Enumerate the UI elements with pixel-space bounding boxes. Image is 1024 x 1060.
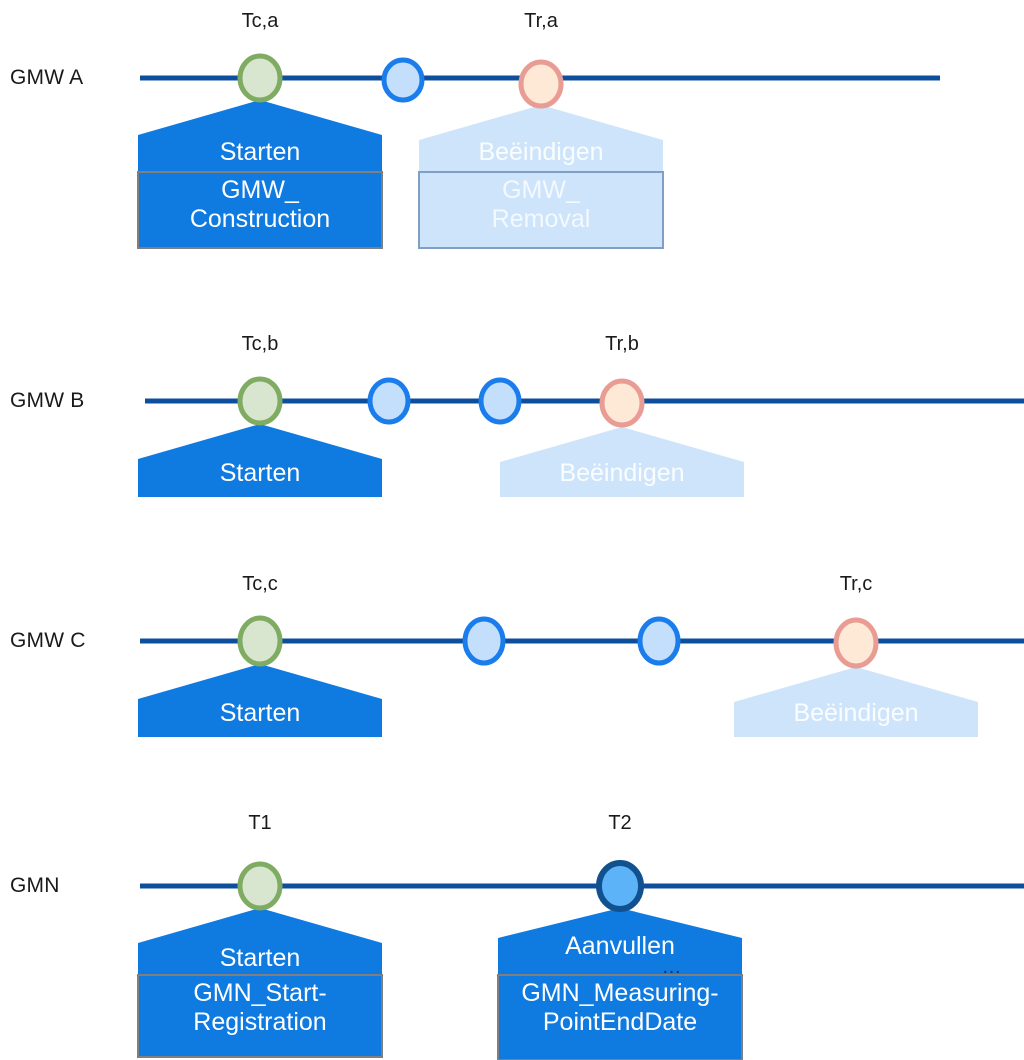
shape-gmw-b-start[interactable] [138, 424, 382, 497]
row-gmw-a [137, 53, 940, 249]
pennant-starten-a [138, 100, 382, 172]
shape-gmw-c-start[interactable] [138, 664, 382, 737]
marker-mid-c2-blue[interactable] [637, 616, 681, 666]
tick-label-tc-b: Tc,b [241, 333, 279, 355]
marker-tr-a-pink[interactable] [518, 59, 564, 109]
marker-tr-b-pink[interactable] [599, 378, 645, 428]
pennant-aanvullen [498, 908, 742, 975]
marker-mid-a-blue[interactable] [381, 57, 425, 103]
row-gmn [137, 860, 1024, 1060]
marker-t1-green[interactable] [237, 861, 283, 911]
box-gmn-start-registration [137, 974, 383, 1058]
shape-gmw-b-end[interactable] [500, 427, 744, 497]
pennant-beeindigen-c [734, 667, 978, 737]
marker-tc-a-green[interactable] [237, 53, 283, 103]
tick-label-tc-c: Tc,c [242, 573, 278, 595]
ellipsis-icon: ... [662, 957, 682, 978]
pennant-starten-c [138, 664, 382, 737]
marker-tc-b-green[interactable] [237, 376, 283, 426]
marker-tr-c-pink[interactable] [833, 617, 879, 669]
shape-gmw-a-end[interactable] [418, 105, 664, 249]
box-gmn-measuringpoint-enddate [497, 974, 743, 1060]
marker-t2-navy[interactable] [596, 860, 644, 912]
row-label-gmw-b: GMW B [10, 389, 85, 412]
row-label-gmw-c: GMW C [10, 629, 86, 652]
row-label-gmn: GMN [10, 874, 60, 897]
shape-gmn-start[interactable] [137, 908, 383, 1058]
row-label-gmw-a: GMW A [10, 66, 84, 89]
tick-label-t1: T1 [248, 812, 272, 834]
marker-mid-c1-blue[interactable] [462, 616, 506, 666]
shape-gmw-c-end[interactable] [734, 667, 978, 737]
marker-mid-b2-blue[interactable] [478, 377, 522, 425]
tick-label-tr-c: Tr,c [839, 573, 873, 595]
tick-label-tr-a: Tr,a [524, 10, 558, 32]
pennant-starten-gmn [138, 908, 382, 975]
pennant-beeindigen-a [419, 105, 663, 172]
row-gmw-c [138, 615, 1024, 737]
box-gmw-construction [137, 171, 383, 249]
pennant-starten-b [138, 424, 382, 497]
marker-tc-c-green[interactable] [237, 615, 283, 667]
shape-gmn-supplement[interactable] [497, 908, 743, 1060]
marker-mid-b1-blue[interactable] [367, 377, 411, 425]
shape-gmw-a-start[interactable] [137, 100, 383, 249]
row-gmw-b [138, 376, 1024, 497]
tick-label-tc-a: Tc,a [241, 10, 279, 32]
pennant-beeindigen-b [500, 427, 744, 497]
tick-label-tr-b: Tr,b [605, 333, 639, 355]
tick-label-t2: T2 [608, 812, 632, 834]
box-gmw-removal [418, 171, 664, 249]
